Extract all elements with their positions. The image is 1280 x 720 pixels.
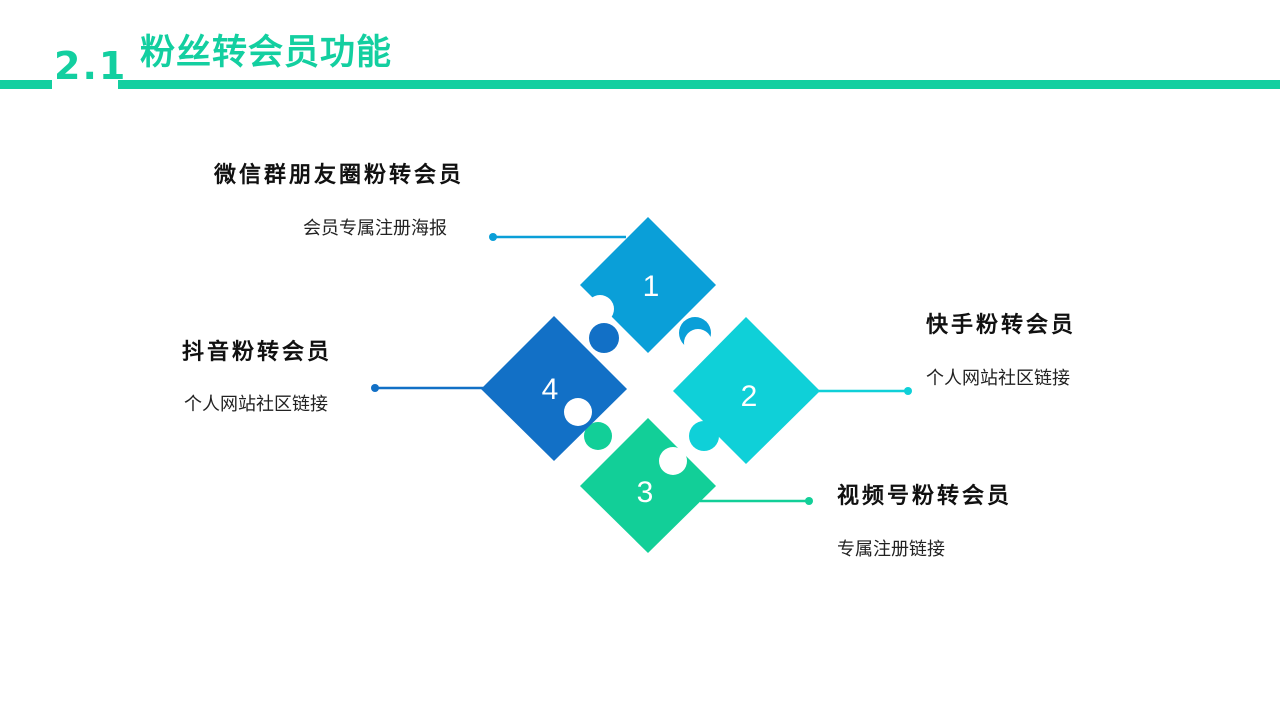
piece-4-desc: 个人网站社区链接 (184, 394, 328, 415)
header-rule-left (0, 80, 52, 89)
piece-2-desc: 个人网站社区链接 (926, 368, 1070, 389)
puzzle-piece-4: 4 (481, 316, 627, 461)
section-number: 2.1 (54, 44, 128, 88)
piece-1-desc: 会员专属注册海报 (303, 218, 447, 239)
piece-1-number: 1 (643, 270, 660, 303)
connector-2 (815, 387, 912, 395)
piece-4-number: 4 (542, 373, 559, 406)
connector-1 (489, 233, 626, 241)
piece-2-title: 快手粉转会员 (926, 313, 1077, 338)
puzzle-piece-2: 2 (673, 317, 820, 464)
puzzle-piece-3: 3 (580, 418, 716, 553)
connector-3 (700, 497, 813, 505)
piece-3-number: 3 (637, 476, 654, 509)
connector-4 (371, 384, 485, 392)
header-rule-right (118, 80, 1280, 89)
puzzle-piece-1: 1 (580, 217, 716, 384)
piece-4-title: 抖音粉转会员 (182, 340, 333, 365)
piece-3-desc: 专属注册链接 (837, 539, 945, 560)
piece-1-title: 微信群朋友圈粉转会员 (214, 163, 465, 188)
page-title: 粉丝转会员功能 (140, 33, 393, 73)
piece-3-title: 视频号粉转会员 (837, 484, 1013, 509)
piece-2-number: 2 (741, 380, 758, 413)
